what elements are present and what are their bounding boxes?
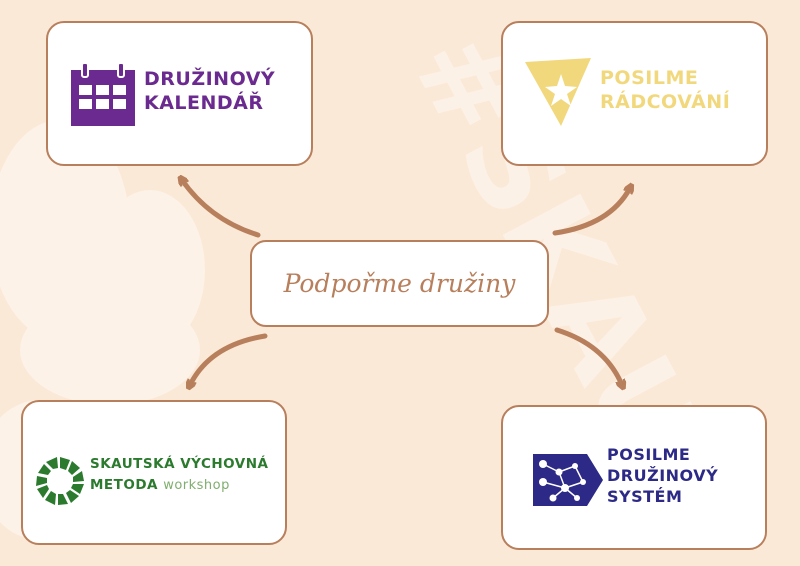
arrow-to-metoda [190, 333, 268, 385]
center-label: Podpořme družiny [283, 269, 516, 298]
star-triangle-icon [525, 58, 591, 126]
card-skautska-vychovna-metoda[interactable]: SKAUTSKÁ VÝCHOVNÁ METODA workshop [21, 400, 287, 545]
metoda-suffix: workshop [163, 477, 230, 493]
card-title-kalendar: DRUŽINOVÝ KALENDÁŘ [144, 68, 275, 116]
radcovani-line1: POSILME [600, 67, 699, 89]
metoda-line2: METODA [90, 476, 158, 493]
radcovani-line2: RÁDCOVÁNÍ [600, 90, 731, 113]
arrow-to-kalendar [182, 180, 261, 238]
ring-icon [36, 457, 84, 505]
system-line1: POSILME [607, 445, 691, 464]
arrow-to-radcovani [552, 188, 630, 236]
card-posilme-druzinovy-system[interactable]: POSILME DRUŽINOVÝ SYSTÉM [501, 405, 767, 550]
kalendar-line1: DRUŽINOVÝ [144, 68, 276, 90]
card-title-radcovani: POSILME RÁDCOVÁNÍ [600, 67, 730, 115]
metoda-line1: SKAUTSKÁ VÝCHOVNÁ [90, 456, 269, 472]
card-druzinovy-kalendar[interactable]: DRUŽINOVÝ KALENDÁŘ [46, 21, 313, 166]
system-line2: DRUŽINOVÝ [607, 466, 719, 486]
arrow-to-system [554, 327, 622, 385]
calendar-icon [71, 62, 135, 126]
network-shield-icon [533, 454, 603, 506]
card-title-system: POSILME DRUŽINOVÝ SYSTÉM [607, 444, 718, 507]
kalendar-line2: KALENDÁŘ [144, 91, 264, 114]
card-posilme-radcovani[interactable]: POSILME RÁDCOVÁNÍ [501, 21, 768, 166]
center-node[interactable]: Podpořme družiny [250, 240, 549, 327]
system-line3: SYSTÉM [607, 487, 683, 507]
card-title-metoda: SKAUTSKÁ VÝCHOVNÁ METODA workshop [90, 454, 268, 496]
